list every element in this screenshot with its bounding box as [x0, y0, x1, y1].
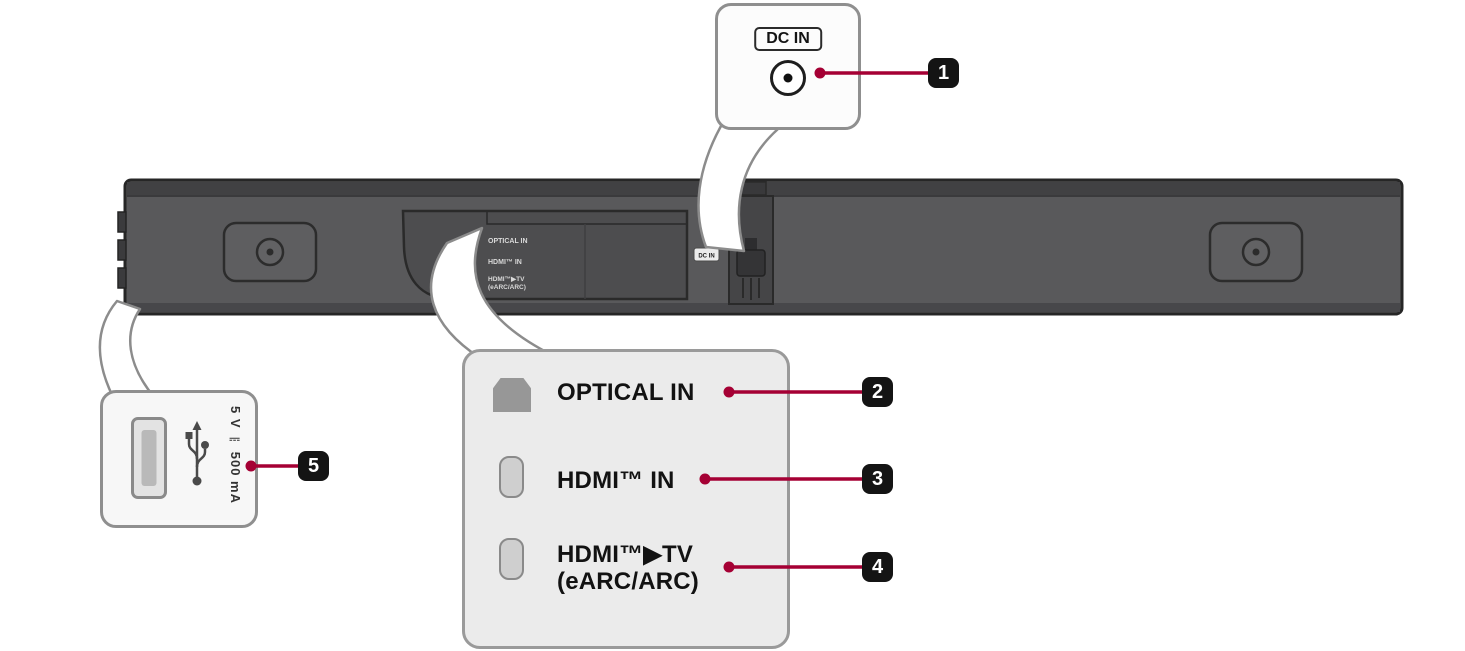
dc-jack-pin: [783, 73, 793, 83]
soundbar-bottom-edge: [127, 303, 1400, 312]
badge-hdmi-in: 3: [862, 464, 893, 494]
dc-jack-icon: [770, 60, 806, 96]
badge-hdmi-tv: 4: [862, 552, 893, 582]
wall-mount-right: [1208, 221, 1304, 283]
dc-plug-barrel: [745, 238, 757, 252]
usb-port-tongue: [141, 430, 157, 486]
usb-callout: 5 V ⎓ 500 mA: [100, 390, 258, 528]
badge-usb: 5: [298, 451, 329, 481]
dc-callout-tail: [697, 124, 780, 253]
dc-plug-ribs: [742, 278, 760, 300]
badge-optical-in: 2: [862, 377, 893, 407]
optical-port-icon: [493, 378, 531, 412]
wall-mount-left: [222, 221, 318, 283]
usb-callout-tail: [98, 299, 156, 399]
hdmi-tv-label-line2: (eARC/ARC): [557, 568, 699, 595]
usb-port-icon: [131, 417, 167, 499]
hdmi-in-label: HDMI™ IN: [557, 467, 675, 494]
recess-label-hdmi-in: HDMI™ IN: [488, 259, 522, 266]
callout-tails: [98, 124, 780, 399]
dc-in-tag-label: DC IN: [698, 254, 714, 260]
hdmi-in-port-icon: [499, 456, 524, 498]
dc-in-label: DC IN: [754, 27, 822, 51]
ports-callout-tail: [429, 226, 556, 360]
recess-label-hdmi-tv-2: (eARC/ARC): [488, 284, 526, 291]
recess-label-hdmi-tv-1: HDMI™▶TV: [488, 276, 525, 283]
usb-power-rating: 5 V ⎓ 500 mA: [228, 406, 243, 504]
soundbar-body: OPTICAL IN HDMI™ IN HDMI™▶TV (eARC/ARC) …: [117, 178, 1404, 316]
recess-label-optical: OPTICAL IN: [488, 238, 528, 245]
recess-port-labels: OPTICAL IN HDMI™ IN HDMI™▶TV (eARC/ARC): [488, 238, 528, 291]
badge-dc-in: 1: [928, 58, 959, 88]
usb-icon: [185, 421, 209, 486]
hdmi-tv-port-icon: [499, 538, 524, 580]
ports-callout: OPTICAL IN HDMI™ IN HDMI™▶TV (eARC/ARC): [462, 349, 790, 649]
hdmi-tv-label: HDMI™▶TV (eARC/ARC): [557, 541, 699, 595]
dc-plug-body: [736, 249, 766, 277]
optical-in-label: OPTICAL IN: [557, 379, 695, 406]
hdmi-tv-label-line1: HDMI™▶TV: [557, 541, 694, 568]
left-end-tabs: [117, 211, 127, 289]
dc-in-callout: DC IN: [715, 3, 861, 130]
